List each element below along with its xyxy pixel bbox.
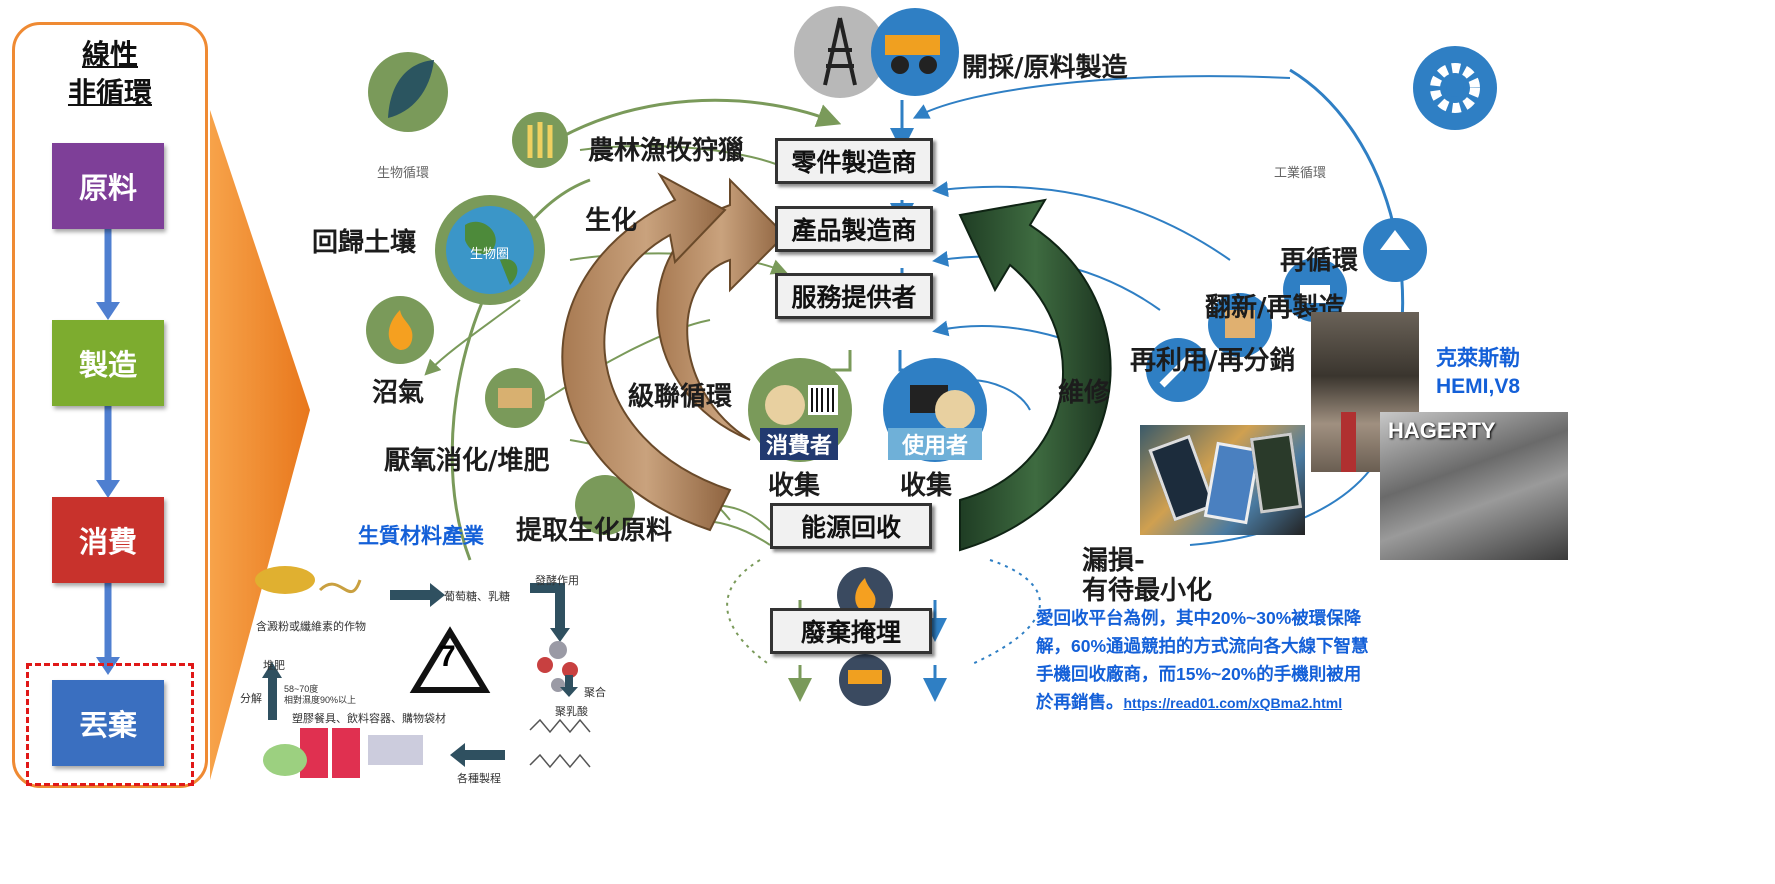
source-link[interactable]: https://read01.com/xQBma2.html bbox=[1123, 695, 1343, 711]
recycle-label: 再循環 bbox=[1280, 246, 1359, 276]
engine-caption-line2: HEMI,V8 bbox=[1436, 375, 1521, 398]
step-discard: 丟棄 bbox=[52, 680, 164, 766]
engine-photo: HAGERTY bbox=[1380, 412, 1568, 560]
extract-icon bbox=[575, 475, 635, 535]
note-line4: 於再銷售。 bbox=[1036, 692, 1124, 712]
biosphere-label: 生物圈 bbox=[470, 246, 510, 261]
bio-cycle-label: 生物循環 bbox=[377, 165, 430, 180]
ferment-label: 發酵作用 bbox=[535, 575, 579, 587]
recycle-code-number: 7 bbox=[439, 640, 456, 673]
landfill-box: 廢棄掩埋 bbox=[770, 608, 932, 654]
step-manufacture: 製造 bbox=[52, 320, 164, 406]
note-line1: 愛回收平台為例，其中20%~30%被環保降 bbox=[1036, 608, 1362, 628]
engine-caption: 克萊斯勒 HEMI,V8 bbox=[1436, 345, 1520, 401]
decompose-label: 分解 bbox=[240, 693, 262, 705]
note-line3: 手機回收廠商，而15%~20%的手機則被用 bbox=[1036, 664, 1362, 684]
phones-photo bbox=[1140, 425, 1305, 535]
crop-label: 含澱粉或纖維素的作物 bbox=[256, 621, 366, 633]
polymer-label: 聚合 bbox=[584, 687, 606, 699]
extract-label: 提取生化原料 bbox=[516, 516, 673, 546]
compost-label: 堆肥 bbox=[263, 660, 285, 672]
molecule-icon bbox=[549, 641, 567, 659]
anaerobic-label: 厭氧消化/堆肥 bbox=[384, 446, 550, 476]
leak-label-1: 漏損- bbox=[1082, 546, 1145, 576]
sugar-label: 葡萄糖、乳糖 bbox=[444, 591, 510, 603]
note-line2: 解，60%通過競拍的方式流向各大線下智慧 bbox=[1036, 636, 1369, 656]
parts-maker-box: 零件製造商 bbox=[775, 138, 933, 184]
linear-panel bbox=[12, 22, 208, 788]
linear-title-line1: 線性 bbox=[81, 38, 138, 71]
bio-material-title: 生質材料產業 bbox=[358, 525, 484, 548]
farming-label: 農林漁牧狩獵 bbox=[588, 136, 745, 166]
bio-material-flow bbox=[255, 566, 591, 778]
energy-recovery-box: 能源回收 bbox=[770, 503, 932, 549]
mining-label: 開採/原料製造 bbox=[962, 53, 1128, 83]
orange-chevron bbox=[210, 110, 310, 780]
condition-label-2: 相對濕度90%以上 bbox=[284, 695, 357, 705]
step-consume: 消費 bbox=[52, 497, 164, 583]
return-soil-label: 回歸土壤 bbox=[312, 228, 417, 258]
biogas-label: 沼氣 bbox=[372, 378, 425, 408]
arrow-head-3 bbox=[96, 657, 120, 675]
reuse-label: 再利用/再分銷 bbox=[1130, 346, 1296, 376]
service-provider-box: 服務提供者 bbox=[775, 273, 933, 319]
step-raw-material: 原料 bbox=[52, 143, 164, 229]
user-label: 使用者 bbox=[888, 428, 983, 460]
engine-caption-line1: 克萊斯勒 bbox=[1436, 347, 1520, 370]
product-maker-box: 產品製造商 bbox=[775, 206, 933, 252]
consumer-label: 消費者 bbox=[760, 428, 839, 460]
green-cycle-arrow bbox=[958, 198, 1112, 552]
hagerty-text: HAGERTY bbox=[1388, 418, 1496, 443]
corn-icon bbox=[255, 566, 315, 594]
discard-highlight bbox=[26, 663, 194, 786]
arrow-head-1 bbox=[96, 302, 120, 320]
collect-right-label: 收集 bbox=[900, 471, 953, 501]
bio-arc-top bbox=[539, 98, 842, 152]
industrial-cycle-label: 工業循環 bbox=[1274, 165, 1327, 180]
repair-label: 維修 bbox=[1058, 378, 1111, 408]
condition-label-1: 58~70度 bbox=[284, 684, 319, 694]
linear-arrows bbox=[96, 228, 120, 675]
leak-label-2: 有待最小化 bbox=[1082, 576, 1213, 606]
pla-label: 聚乳酸 bbox=[555, 706, 588, 718]
linear-title-line2: 非循環 bbox=[67, 76, 152, 109]
arrow-head-2 bbox=[96, 480, 120, 498]
linear-title: 線性 非循環 bbox=[30, 36, 190, 112]
uses-label: 塑膠餐具、飲料容器、購物袋材 bbox=[292, 713, 446, 725]
recycling-note: 愛回收平台為例，其中20%~30%被環保降 解，60%通過競拍的方式流向各大線下… bbox=[1036, 604, 1369, 717]
recycle-code-icon bbox=[409, 626, 491, 693]
cascade-label: 級聯循環 bbox=[628, 382, 733, 412]
collect-left-label: 收集 bbox=[768, 471, 821, 501]
process-label: 各種製程 bbox=[457, 773, 501, 785]
partial-label: 生化 bbox=[585, 206, 638, 236]
